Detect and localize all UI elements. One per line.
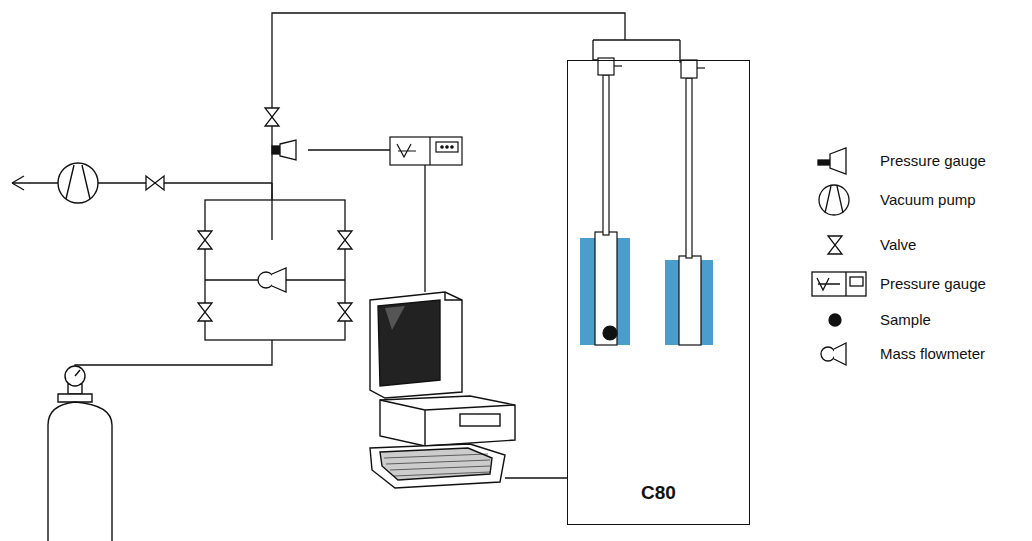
legend-text: Vacuum pump — [880, 191, 976, 208]
instrument-label: C80 — [641, 482, 676, 504]
legend-text: Mass flowmeter — [880, 345, 985, 362]
legend-text: Sample — [880, 311, 931, 328]
legend-text: Pressure gauge — [880, 275, 986, 292]
legend-text: Valve — [880, 236, 916, 253]
legend-text: Pressure gauge — [880, 152, 986, 169]
calorimeter-box: C80 — [567, 60, 750, 525]
